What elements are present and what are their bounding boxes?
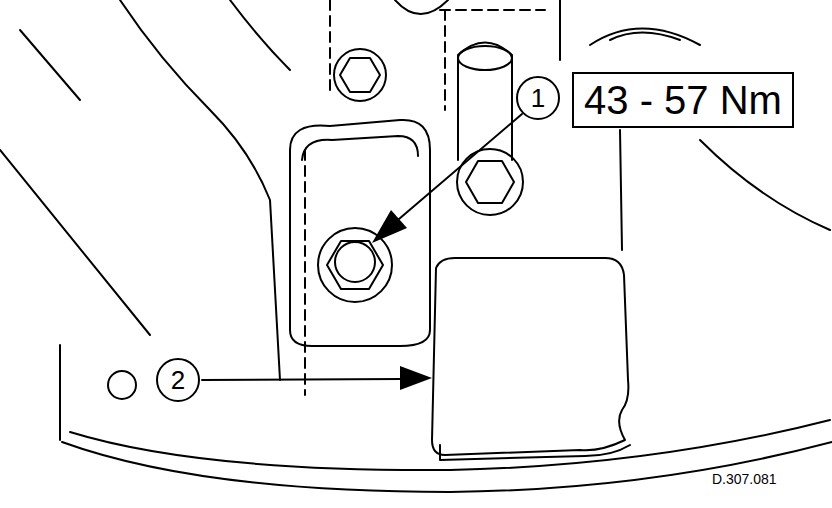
hole [108,371,136,399]
cover-plate-edge [440,445,630,460]
housing-edge [700,140,830,230]
bolt-head [327,241,383,289]
stud [458,43,512,161]
torque-text: 43 - 57 Nm [584,80,782,120]
figure-code: D.307.081 [710,471,779,487]
leader-line [399,114,522,219]
hidden-line [440,9,545,11]
housing-edge [559,0,561,60]
bolt-head [335,242,375,282]
callout-text: 1 [531,85,545,111]
hidden-line [304,150,306,395]
housing-edge [620,130,622,250]
bolt-head [466,161,514,203]
callout-number: 2 [156,358,200,402]
housing-edge [395,0,448,14]
washer [334,49,386,101]
housing-edge [120,0,280,380]
callout-number: 1 [516,76,560,120]
housing-edge [0,150,150,335]
arrowhead [372,210,407,243]
bolt-boss [290,120,430,346]
cover-plate [432,258,628,455]
housing-edge [590,29,700,46]
housing-edge [230,0,290,70]
arrowhead [400,366,432,390]
washer [457,149,523,215]
bolt-head [340,58,380,92]
callout-text: 2 [171,367,185,393]
bolt-boss [302,136,418,160]
hidden-line [329,0,331,95]
leader-line [202,379,402,380]
housing-edge [70,420,830,470]
stud [458,46,512,70]
housing-edge [610,33,680,41]
torque-box: 43 - 57 Nm [572,72,794,128]
housing-edge [62,442,832,492]
housing-edge [20,30,80,100]
hidden-line [444,10,446,110]
housing-edge [59,345,61,440]
